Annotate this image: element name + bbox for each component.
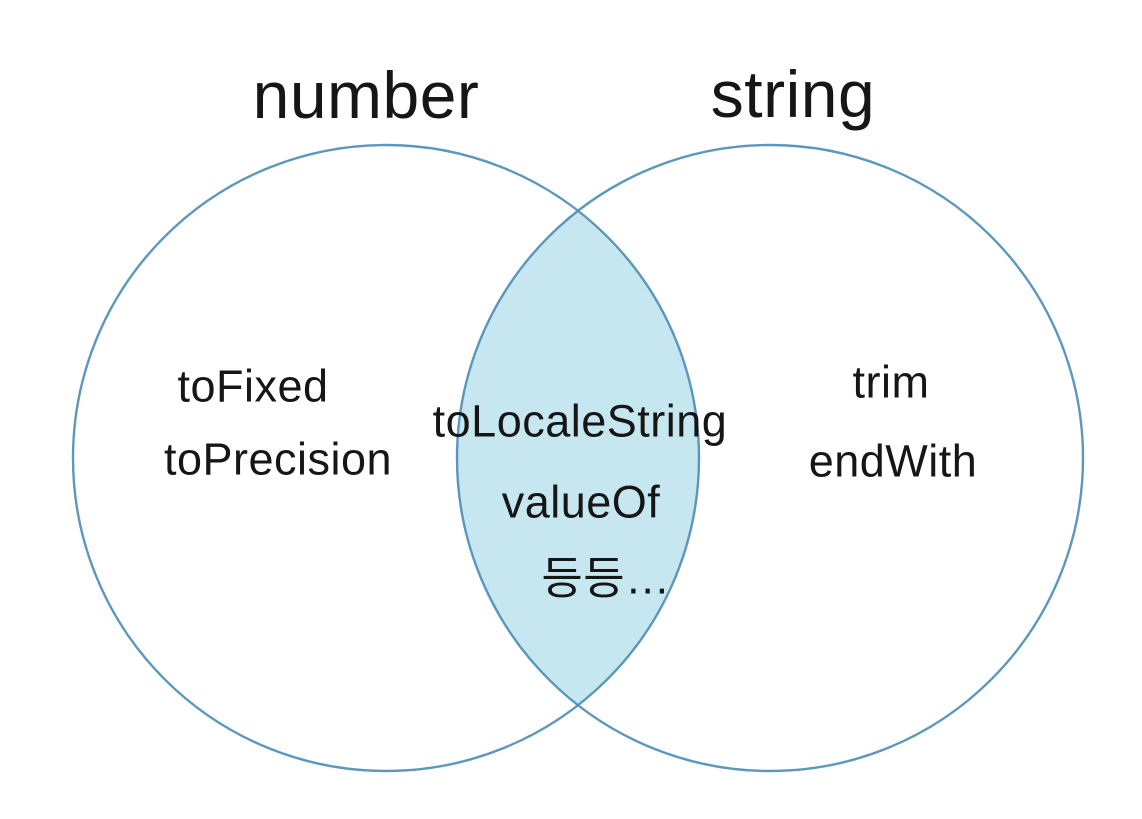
venn-intersection-area [457, 211, 699, 705]
intersection-item-etc: 등등… [541, 552, 671, 604]
right-item-trim: trim [852, 356, 930, 408]
intersection-item-valueof: valueOf [501, 476, 661, 528]
venn-right-circle [455, 143, 1085, 773]
right-item-endwith: endWith [808, 435, 978, 487]
left-set-title: number [252, 58, 480, 132]
left-item-tofixed: toFixed [177, 360, 329, 412]
right-set-title: string [710, 57, 876, 131]
venn-left-circle [71, 143, 701, 773]
left-item-toprecision: toPrecision [163, 433, 393, 485]
intersection-item-tolocalestring: toLocaleString [432, 395, 728, 447]
